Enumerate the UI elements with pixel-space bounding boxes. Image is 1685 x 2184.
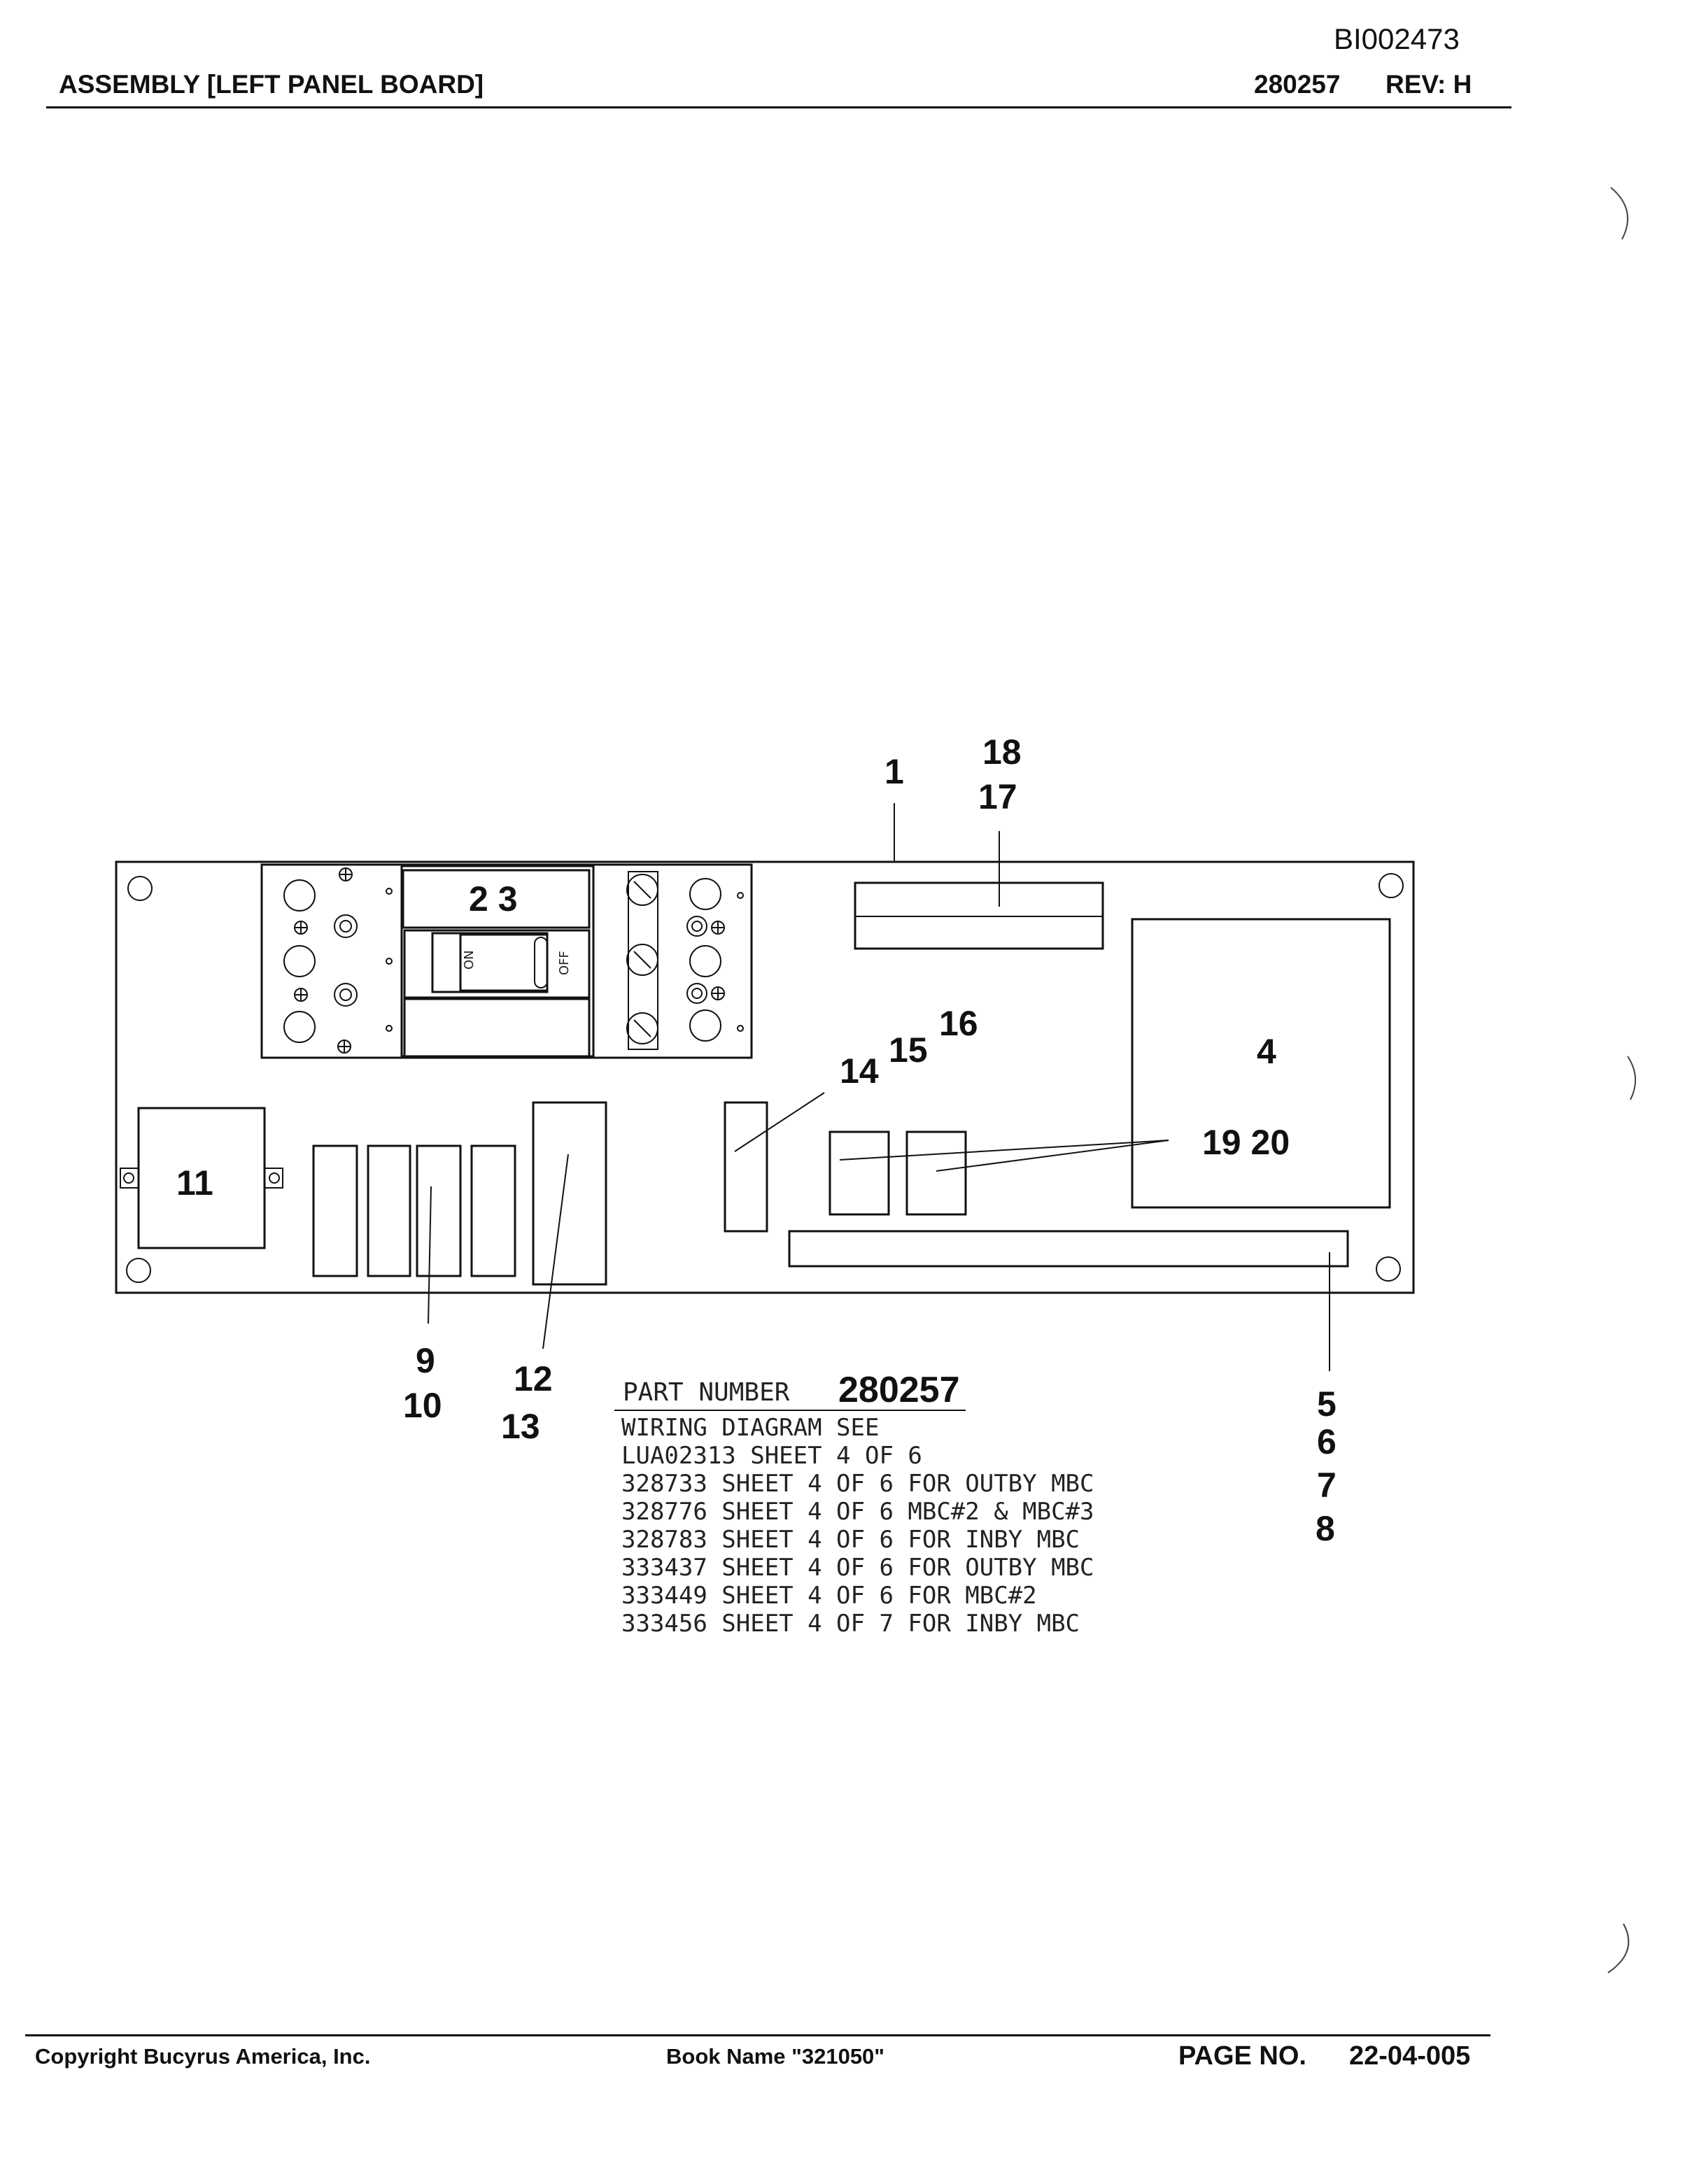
callout-16: 16: [939, 1004, 978, 1043]
footer-page-label: PAGE NO.: [1178, 2041, 1306, 2071]
callout-10: 10: [403, 1386, 442, 1425]
relay-3: [416, 1144, 462, 1277]
wiring-note-line: 333437 SHEET 4 OF 6 FOR OUTBY MBC: [621, 1554, 1094, 1582]
callout-15: 15: [889, 1030, 928, 1070]
footer-rule: [25, 2034, 1490, 2036]
callout-14: 14: [840, 1051, 879, 1091]
relay-4: [470, 1144, 516, 1277]
wiring-note-line: 328776 SHEET 4 OF 6 MBC#2 & MBC#3: [621, 1498, 1094, 1526]
callout-1: 1: [884, 752, 904, 791]
callout-12: 12: [514, 1359, 553, 1398]
mount-hole-top-left: [127, 876, 153, 901]
breaker-off-label: OFF: [557, 951, 572, 975]
callout-7: 7: [1317, 1466, 1337, 1505]
wiring-note-line: WIRING DIAGRAM SEE: [621, 1414, 879, 1442]
part-number-value: 280257: [838, 1370, 960, 1410]
component-20: [905, 1130, 967, 1216]
callout-11: 11: [176, 1163, 213, 1203]
leader-14-15-16: [734, 1092, 825, 1152]
wiring-note-line: 333456 SHEET 4 OF 7 FOR INBY MBC: [621, 1610, 1080, 1638]
footer-copyright: Copyright Bucyrus America, Inc.: [35, 2044, 371, 2069]
header-revision: REV: H: [1386, 70, 1472, 99]
mount-hole-bottom-left: [126, 1258, 151, 1283]
callout-4: 4: [1257, 1032, 1276, 1071]
wiring-note-line: LUA02313 SHEET 4 OF 6: [621, 1442, 922, 1470]
binder-mark-bottom: [1607, 1923, 1630, 1973]
callout-2-3: 2 3: [469, 879, 518, 919]
callout-6: 6: [1317, 1422, 1337, 1461]
header-rule: [46, 106, 1511, 108]
leader-19: [839, 1140, 1169, 1161]
callout-19-20: 19 20: [1202, 1123, 1290, 1162]
callout-8: 8: [1316, 1509, 1335, 1548]
header-part-number: 280257: [1254, 70, 1341, 99]
component-12: [532, 1101, 607, 1286]
callout-18: 18: [982, 732, 1022, 772]
component-14: [724, 1101, 768, 1233]
mount-hole-top-right: [1379, 873, 1404, 898]
leader-12-13: [542, 1154, 569, 1349]
binder-mark-middle: [1627, 1056, 1637, 1100]
leader-20: [936, 1140, 1169, 1172]
circuit-breaker: [260, 863, 753, 1059]
relay-1: [312, 1144, 358, 1277]
footer-page-number: 22-04-005: [1349, 2041, 1471, 2071]
breaker-on-label: ON: [462, 950, 477, 970]
wiring-note-line: 333449 SHEET 4 OF 6 FOR MBC#2: [621, 1582, 1037, 1610]
component-19: [829, 1130, 890, 1216]
document-id: BI002473: [1334, 22, 1460, 55]
callout-5: 5: [1317, 1384, 1337, 1424]
panel-board: [115, 860, 1415, 1294]
part-number-label: PART NUMBER: [623, 1378, 790, 1407]
terminal-rail: [788, 1230, 1349, 1268]
relay-2: [367, 1144, 411, 1277]
binder-mark-top: [1610, 187, 1628, 240]
callout-13: 13: [501, 1407, 540, 1446]
component-4: [1131, 918, 1391, 1209]
leader-9-10: [428, 1186, 432, 1324]
wiring-note-line: 328733 SHEET 4 OF 6 FOR OUTBY MBC: [621, 1470, 1094, 1498]
wiring-note-line: 328783 SHEET 4 OF 6 FOR INBY MBC: [621, 1526, 1080, 1554]
callout-9: 9: [416, 1341, 435, 1380]
mount-hole-bottom-right: [1376, 1256, 1401, 1282]
page-title: ASSEMBLY [LEFT PANEL BOARD]: [59, 70, 484, 99]
callout-17: 17: [978, 777, 1017, 816]
footer-book-name: Book Name "321050": [666, 2044, 884, 2069]
